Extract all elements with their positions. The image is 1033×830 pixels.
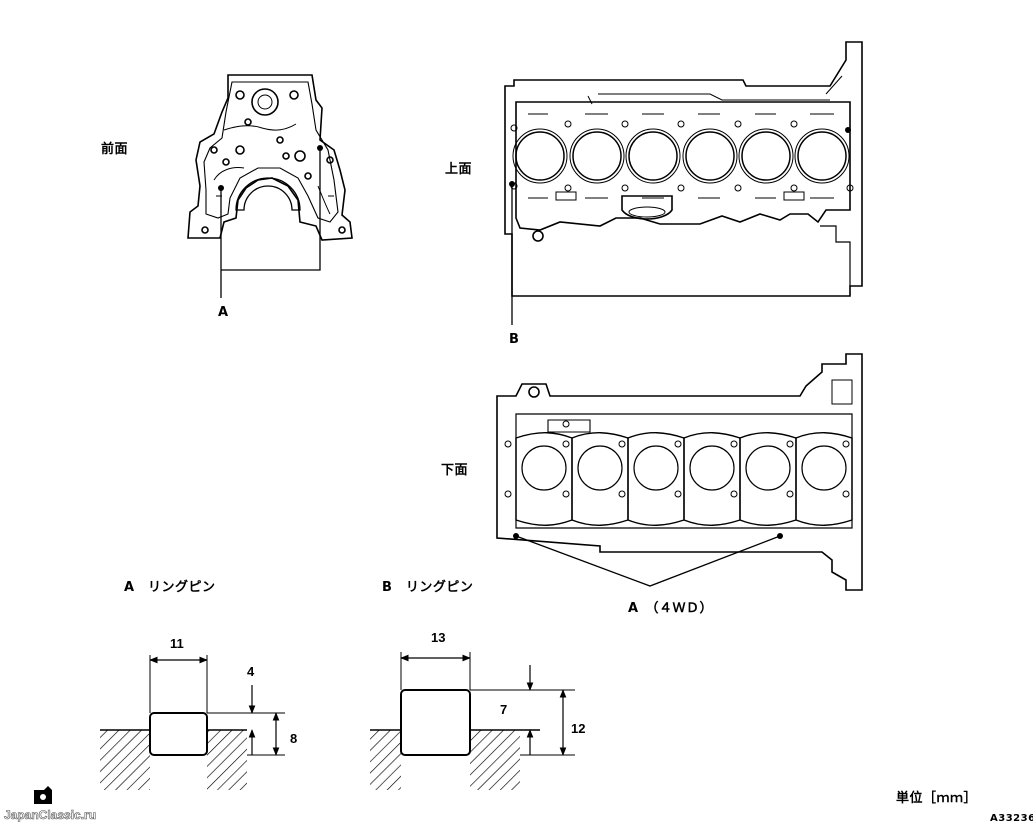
top-view-label: 上面	[445, 162, 473, 177]
pin-b-protrusion-dim: 7	[500, 702, 508, 717]
pin-b-detail	[370, 652, 575, 790]
pin-b-width-dim: 13	[431, 630, 446, 645]
front-view-ring-pins	[218, 145, 323, 298]
figure-id: A33236	[990, 813, 1033, 824]
unit-label: 単位［ｍｍ］	[896, 791, 978, 806]
pin-a-detail	[100, 655, 285, 790]
top-view-ring-pins	[509, 127, 851, 325]
pin-a-width-dim: 11	[170, 636, 184, 651]
bottom-view-drawing	[496, 353, 863, 591]
bottom-view-ring-pins	[513, 533, 783, 587]
cylinder-bores	[515, 131, 847, 181]
front-view-label: 前面	[101, 142, 129, 157]
pin-b-depth-dim: 12	[571, 721, 586, 736]
head-bolt-holes	[510, 120, 854, 192]
top-view-drawing	[504, 41, 863, 297]
bottom-view-label: 下面	[441, 463, 469, 478]
pin-a-protrusion-dim: 4	[247, 664, 255, 679]
camera-icon	[34, 786, 52, 804]
pin-a-title: A リングピン	[124, 580, 216, 595]
front-view-drawing	[187, 74, 353, 241]
pin-a-depth-dim: 8	[290, 731, 298, 746]
callout-b-top: B	[509, 332, 520, 347]
watermark: JapanClassic.ru	[4, 808, 97, 823]
callout-a-front: A	[218, 305, 229, 320]
main-bearing-bays	[515, 432, 853, 526]
callout-a-bottom: A （４ＷＤ）	[628, 601, 714, 616]
pin-b-title: B リングピン	[382, 580, 474, 595]
